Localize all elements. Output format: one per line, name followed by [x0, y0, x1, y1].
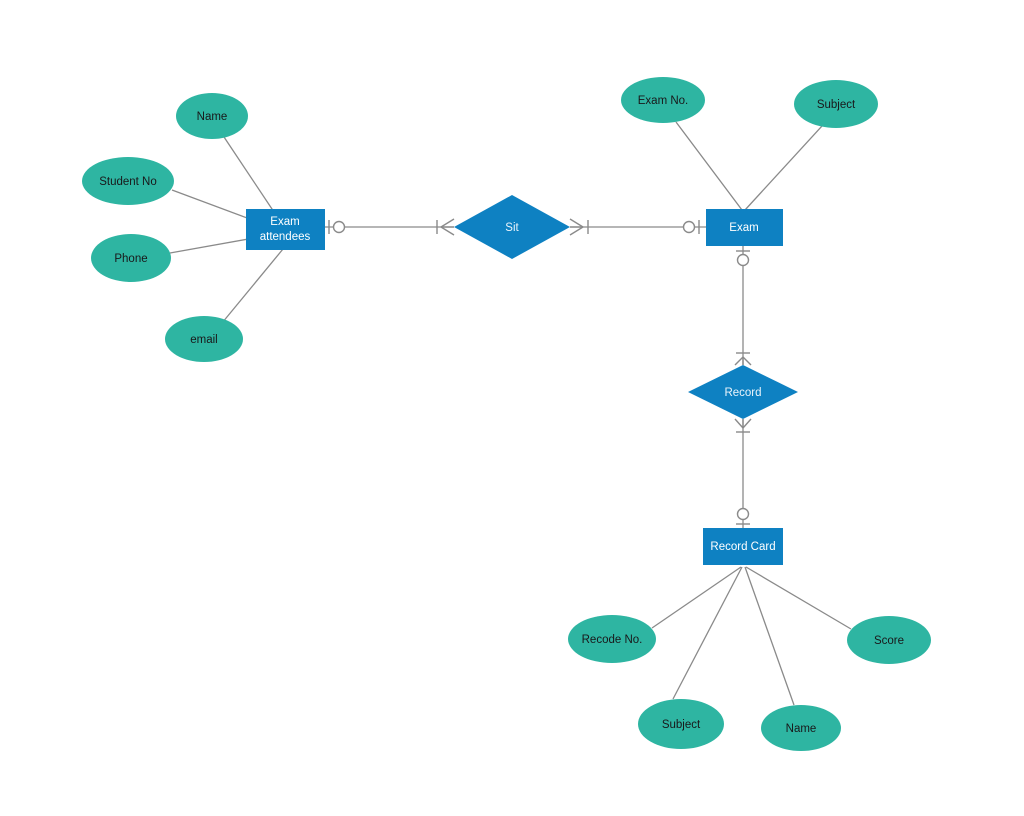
attribute-label: Phone — [114, 253, 147, 265]
attribute-label: Name — [786, 723, 817, 735]
attribute-label: email — [190, 334, 217, 346]
relationship-nodes: Sit Record — [454, 195, 798, 419]
connector-exam-no-to-exam — [675, 121, 743, 211]
cardinality-markers — [328, 218, 752, 525]
marker-record-card-record — [736, 507, 750, 525]
attribute-phone[interactable]: Phone — [91, 234, 171, 282]
entity-record-card[interactable]: Record Card — [703, 528, 783, 565]
entity-label: Record Card — [710, 541, 775, 553]
marker-sit-right-crowsfoot — [569, 218, 589, 236]
attribute-label: Exam No. — [638, 95, 689, 107]
connector-email-to-exam-attendees — [221, 248, 284, 324]
connector-recode-no-to-record-card — [651, 566, 742, 629]
connector-score-to-record-card — [745, 566, 852, 630]
attribute-label: Score — [874, 635, 904, 647]
entity-nodes: Exam attendees Exam Record Card — [246, 209, 783, 565]
attribute-email[interactable]: email — [165, 316, 243, 362]
entity-label-line1: Exam — [270, 216, 299, 228]
relationship-label: Sit — [505, 222, 519, 234]
marker-record-bottom-crowsfoot — [734, 418, 752, 433]
attribute-subject-record-card[interactable]: Subject — [638, 699, 724, 749]
attribute-subject-exam[interactable]: Subject — [794, 80, 878, 128]
entity-exam[interactable]: Exam — [706, 209, 783, 246]
entity-label: Exam — [729, 222, 758, 234]
relationship-sit[interactable]: Sit — [454, 195, 570, 259]
attribute-label: Recode No. — [582, 634, 643, 646]
marker-exam-record — [736, 250, 750, 267]
entity-label-line2: attendees — [260, 231, 311, 243]
attribute-name-exam-attendees[interactable]: Name — [176, 93, 248, 139]
attribute-connectors — [169, 121, 852, 706]
connector-name2-to-record-card — [744, 566, 795, 706]
attribute-exam-no[interactable]: Exam No. — [621, 77, 705, 123]
marker-record-top-crowsfoot — [734, 352, 752, 366]
relationship-record[interactable]: Record — [688, 365, 798, 419]
attribute-label: Name — [197, 111, 228, 123]
attribute-label: Subject — [817, 99, 856, 111]
connector-subject-to-exam — [744, 125, 823, 211]
attribute-recode-no[interactable]: Recode No. — [568, 615, 656, 663]
entity-exam-attendees[interactable]: Exam attendees — [246, 209, 325, 250]
attribute-label: Student No — [99, 176, 157, 188]
marker-exam-attendees-sit — [328, 220, 346, 234]
relationship-connectors — [325, 226, 744, 528]
relationship-label: Record — [724, 387, 761, 399]
attribute-nodes: Name Student No Phone email Exam No. Sub… — [82, 77, 931, 751]
marker-sit-left-crowsfoot — [436, 218, 455, 236]
attribute-score[interactable]: Score — [847, 616, 931, 664]
attribute-label: Subject — [662, 719, 701, 731]
marker-exam-sit — [682, 220, 700, 234]
attribute-name-record-card[interactable]: Name — [761, 705, 841, 751]
attribute-student-no[interactable]: Student No — [82, 157, 174, 205]
connector-subject-card-to-record-card — [672, 566, 743, 700]
